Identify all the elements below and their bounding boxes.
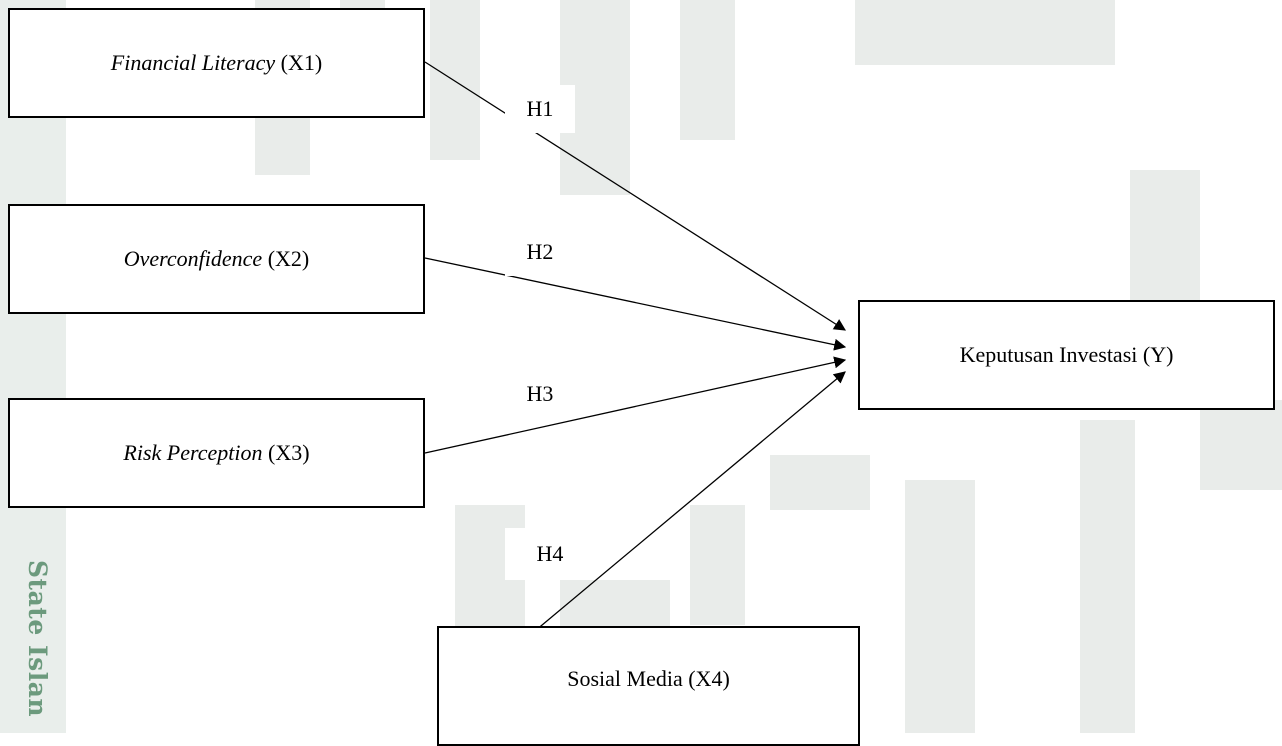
arrow-h2 (424, 257, 847, 351)
hypothesis-label-h1: H1 (505, 85, 575, 133)
arrow-h4 (504, 371, 846, 657)
node-label-italic: Overconfidence (123, 246, 263, 271)
node-sosial-media: Sosial Media (X4) (437, 626, 860, 746)
watermark-shape (1200, 400, 1282, 490)
node-label-code: (X3) (262, 440, 310, 465)
watermark-shape (855, 0, 1115, 65)
arrow-h3 (424, 356, 847, 454)
node-label: Sosial Media (X4) (567, 666, 730, 691)
node-label-code: (X1) (275, 50, 323, 75)
hypothesis-label-h2: H2 (505, 228, 575, 276)
watermark-shape (680, 0, 735, 140)
node-label-italic: Financial Literacy (110, 50, 276, 75)
node-label-code: (X2) (262, 246, 310, 271)
watermark-shape (1080, 420, 1135, 733)
hypothesis-label-h3: H3 (505, 370, 575, 418)
hypothesis-label-h4: H4 (505, 528, 595, 580)
watermark-strip (0, 0, 66, 733)
node-financial-literacy: Financial Literacy (X1) (8, 8, 425, 118)
watermark-shape (770, 455, 870, 510)
node-overconfidence: Overconfidence (X2) (8, 204, 425, 314)
arrow-h1 (424, 61, 847, 331)
watermark-shape (690, 505, 745, 625)
node-risk-perception: Risk Perception (X3) (8, 398, 425, 508)
node-label: Keputusan Investasi (Y) (959, 342, 1174, 367)
node-label-italic: Risk Perception (123, 440, 263, 465)
watermark-shape (430, 0, 480, 160)
watermark-shape (905, 480, 975, 733)
watermark-shape (1130, 170, 1200, 310)
node-keputusan-investasi: Keputusan Investasi (Y) (858, 300, 1275, 410)
